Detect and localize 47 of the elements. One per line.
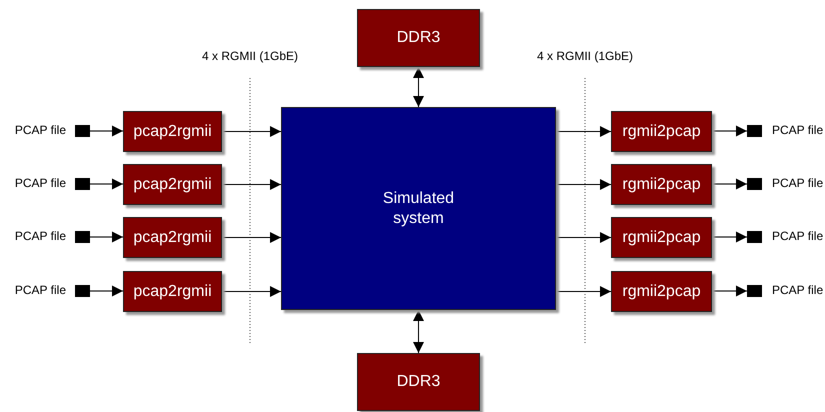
arrow <box>556 232 612 243</box>
module-block: rgmii2pcap <box>611 217 712 258</box>
module-block: rgmii2pcap <box>611 111 712 152</box>
interface-label: 4 x RGMII (1GbE) <box>536 49 634 63</box>
arrow <box>413 310 424 354</box>
module-block: pcap2rgmii <box>123 111 222 152</box>
file-label: PCAP file <box>14 229 66 243</box>
file-label: PCAP file <box>14 283 66 297</box>
file-marker <box>75 178 90 190</box>
file-marker <box>75 125 90 137</box>
file-marker <box>75 231 90 243</box>
file-marker <box>747 285 762 297</box>
arrow <box>222 286 282 297</box>
interface-label: 4 x RGMII (1GbE) <box>202 49 298 63</box>
file-label: PCAP file <box>772 229 824 243</box>
arrow <box>712 126 748 136</box>
arrow <box>90 286 124 296</box>
arrow <box>556 126 612 137</box>
arrow <box>413 66 424 108</box>
arrow <box>712 286 748 296</box>
file-label: PCAP file <box>14 123 66 137</box>
arrow <box>222 179 282 190</box>
file-label: PCAP file <box>772 176 824 190</box>
module-block: DDR3 <box>357 353 480 411</box>
arrow <box>222 232 282 243</box>
arrow <box>90 232 124 242</box>
module-block: pcap2rgmii <box>123 271 222 312</box>
arrow <box>222 126 282 137</box>
arrow <box>712 232 748 242</box>
arrow <box>556 179 612 190</box>
arrow <box>556 286 612 297</box>
system-block: Simulated system <box>281 107 556 310</box>
module-block: pcap2rgmii <box>123 164 222 205</box>
file-marker <box>747 125 762 137</box>
file-marker <box>75 285 90 297</box>
arrow <box>90 178 124 190</box>
arrow <box>90 126 124 136</box>
file-marker <box>747 231 762 243</box>
file-label: PCAP file <box>772 283 824 297</box>
file-label: PCAP file <box>772 123 824 137</box>
file-label: PCAP file <box>14 176 66 190</box>
module-block: rgmii2pcap <box>611 164 712 205</box>
file-marker <box>747 178 762 190</box>
arrow <box>712 178 748 190</box>
module-block: rgmii2pcap <box>611 271 712 312</box>
module-block: pcap2rgmii <box>123 217 222 258</box>
module-block: DDR3 <box>357 9 480 67</box>
